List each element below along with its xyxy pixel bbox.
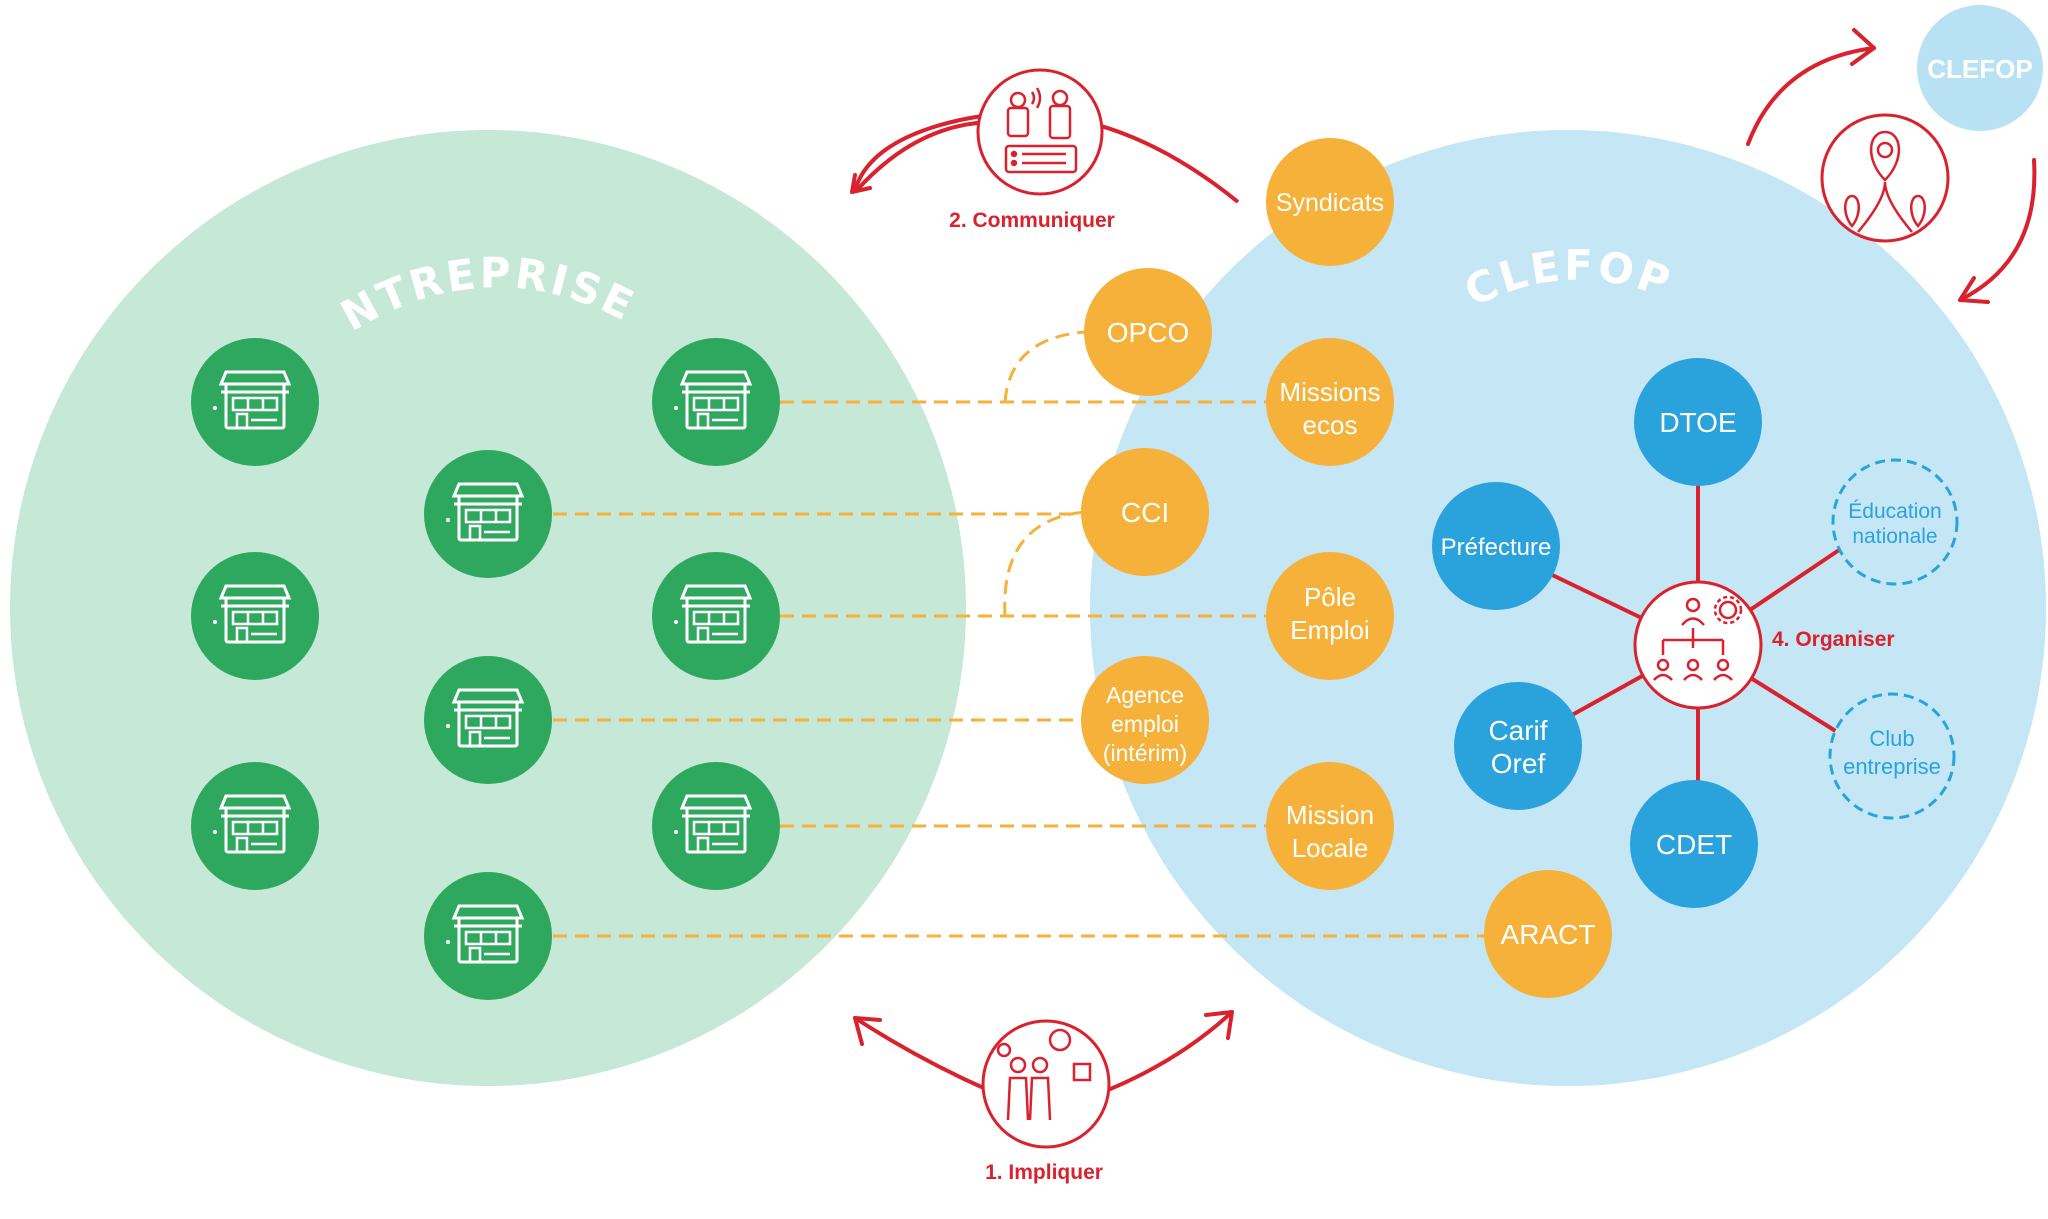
svg-text:entreprise: entreprise xyxy=(1843,754,1941,779)
clefop-badge: CLEFOP xyxy=(1917,5,2043,131)
svg-text:Club: Club xyxy=(1869,726,1914,751)
member-club-entreprise: Club entreprise xyxy=(1828,692,1956,820)
member-carif-oref: Carif Oref xyxy=(1454,682,1582,810)
location-ideas-icon xyxy=(1820,113,1950,243)
svg-text:Éducation: Éducation xyxy=(1848,500,1941,523)
organiser-hub xyxy=(1633,580,1763,710)
shop-icon xyxy=(191,762,319,890)
partner-mission-locale: Mission Locale xyxy=(1266,762,1394,890)
svg-text:Agence: Agence xyxy=(1106,682,1184,708)
svg-text:Syndicats: Syndicats xyxy=(1276,189,1384,217)
shop-icon xyxy=(652,552,780,680)
communiquer-label: 2. Communiquer xyxy=(949,209,1115,232)
svg-text:(intérim): (intérim) xyxy=(1103,740,1187,766)
dashed-connectors xyxy=(553,330,1485,938)
svg-text:Oref: Oref xyxy=(1491,748,1546,779)
communicate-icon xyxy=(976,68,1104,196)
partner-aract: ARACT xyxy=(1484,870,1612,998)
member-cdet: CDET xyxy=(1630,780,1758,908)
svg-text:Locale: Locale xyxy=(1292,833,1369,863)
shop-icon xyxy=(424,656,552,784)
shop-icons xyxy=(191,338,780,1000)
shop-icon xyxy=(424,872,552,1000)
partner-syndicats: Syndicats xyxy=(1266,138,1394,266)
partner-pole-emploi: Pôle Emploi xyxy=(1266,552,1394,680)
svg-text:emploi: emploi xyxy=(1111,711,1179,737)
svg-text:CLEFOP: CLEFOP xyxy=(1927,54,2032,84)
impliquer-arrows xyxy=(853,1010,1234,1092)
shop-icon xyxy=(652,338,780,466)
org-chart-icon xyxy=(1653,595,1743,681)
shop-icon xyxy=(191,552,319,680)
svg-text:nationale: nationale xyxy=(1852,525,1937,548)
svg-text:DTOE: DTOE xyxy=(1659,407,1736,438)
svg-text:Pôle: Pôle xyxy=(1304,582,1356,612)
member-dtoe: DTOE xyxy=(1634,358,1762,486)
svg-text:ecos: ecos xyxy=(1303,410,1358,440)
organiser-label: 4. Organiser xyxy=(1772,628,1895,651)
partner-agence-emploi: Agence emploi (intérim) xyxy=(1081,656,1209,784)
partner-opco: OPCO xyxy=(1084,268,1212,396)
member-prefecture: Préfecture xyxy=(1432,482,1560,610)
svg-text:Missions: Missions xyxy=(1279,377,1380,407)
svg-text:CCI: CCI xyxy=(1121,497,1169,528)
shop-icon xyxy=(424,450,552,578)
partner-cci: CCI xyxy=(1081,448,1209,576)
impliquer-label: 1. Impliquer xyxy=(985,1161,1103,1184)
shop-icon xyxy=(191,338,319,466)
svg-text:CDET: CDET xyxy=(1656,829,1732,860)
svg-text:Carif: Carif xyxy=(1488,715,1547,746)
cycle-arrows xyxy=(1746,28,2037,304)
involve-icon xyxy=(981,1019,1111,1149)
svg-text:Mission: Mission xyxy=(1286,800,1374,830)
svg-text:Emploi: Emploi xyxy=(1290,615,1369,645)
svg-text:ARACT: ARACT xyxy=(1501,919,1596,950)
svg-text:OPCO: OPCO xyxy=(1107,317,1189,348)
member-education-nationale: Éducation nationale xyxy=(1831,458,1959,586)
svg-text:Préfecture: Préfecture xyxy=(1441,534,1552,561)
shop-icon xyxy=(652,762,780,890)
partner-missions-ecos: Missions ecos xyxy=(1266,338,1394,466)
